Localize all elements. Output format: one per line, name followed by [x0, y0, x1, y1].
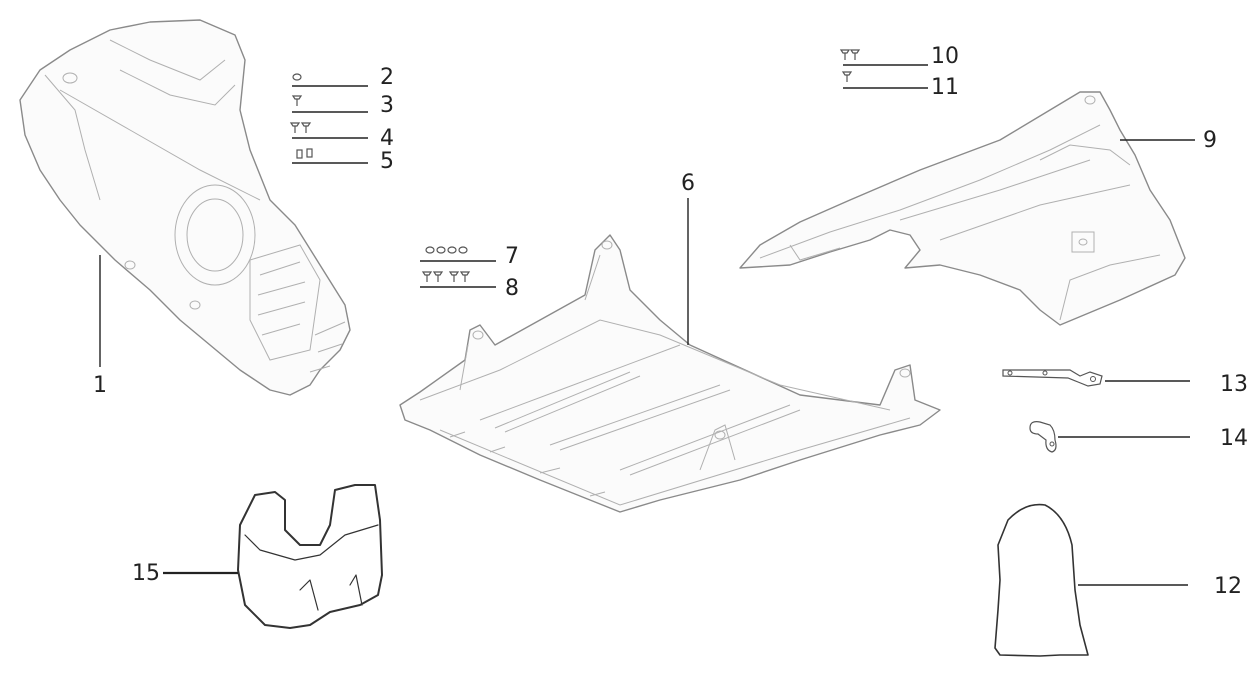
callout-4: 4 [380, 126, 394, 151]
callout-12: 12 [1214, 574, 1242, 599]
callout-2: 2 [380, 65, 394, 90]
callout-10: 10 [931, 44, 959, 69]
part-12-gasket [994, 503, 1089, 657]
callout-6: 6 [681, 171, 695, 196]
callout-labels: 1 2 3 4 5 6 7 8 9 10 11 12 13 14 15 [93, 44, 1248, 599]
leader-lines [99, 64, 1195, 586]
hardware-4-screws [289, 122, 312, 133]
hardware-3-screw [291, 95, 303, 106]
hardware-7-washers [425, 246, 468, 254]
callout-14: 14 [1220, 426, 1248, 451]
callout-15: 15 [132, 561, 160, 586]
callout-8: 8 [505, 276, 519, 301]
callout-13: 13 [1220, 372, 1248, 397]
callout-1: 1 [93, 373, 107, 398]
callout-7: 7 [505, 244, 519, 269]
hardware-5-clips [296, 148, 313, 159]
callout-9: 9 [1203, 128, 1217, 153]
part-14-small-bracket [1029, 421, 1057, 453]
hardware-2-washer [292, 73, 302, 81]
part-15-guard-bracket [237, 484, 383, 629]
hardware-11-screw [841, 71, 853, 82]
hardware-10-screws [839, 49, 861, 60]
part-9-heat-shield [739, 91, 1186, 326]
callout-5: 5 [380, 149, 394, 174]
callout-3: 3 [380, 93, 394, 118]
callout-11: 11 [931, 75, 959, 100]
hardware-8-screws [421, 271, 471, 282]
part-13-bracket [1002, 369, 1103, 387]
part-1-side-cover [19, 19, 351, 396]
part-6-skid-plate [399, 234, 941, 513]
